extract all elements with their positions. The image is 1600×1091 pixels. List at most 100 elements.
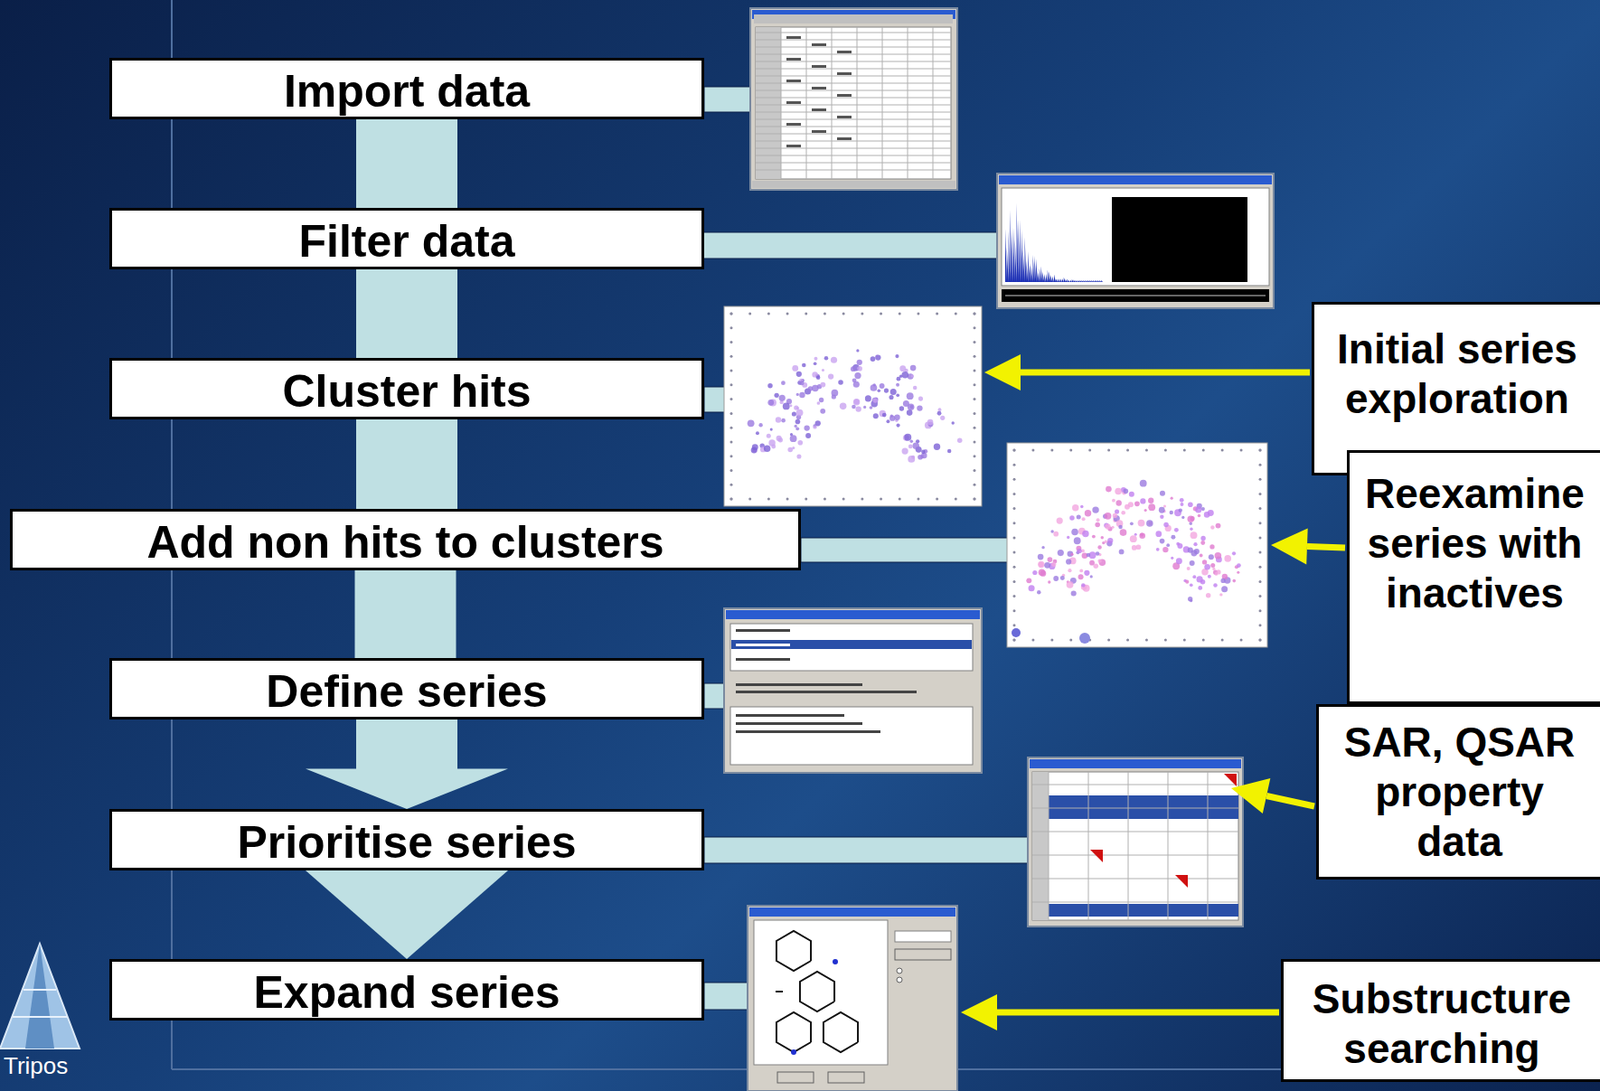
row-headers — [1032, 771, 1049, 921]
tick-mark — [973, 397, 977, 401]
grid-line — [755, 54, 951, 56]
data-point — [853, 381, 860, 388]
list-text — [735, 658, 791, 661]
tick-mark — [1013, 521, 1017, 525]
arrow-head — [960, 994, 998, 1031]
data-point — [1090, 574, 1093, 578]
cell-value — [786, 122, 801, 126]
tick-mark — [898, 498, 902, 501]
list-text — [735, 629, 791, 632]
tick-mark — [767, 498, 771, 501]
data-point — [912, 385, 918, 391]
data-point — [795, 419, 801, 425]
grid-line — [1088, 771, 1090, 921]
tick-mark — [1013, 639, 1017, 642]
cell-value — [837, 94, 852, 97]
tick-mark — [1088, 449, 1092, 452]
data-point — [819, 382, 826, 388]
series-dialog-screenshot — [724, 608, 982, 773]
tick-mark — [1013, 478, 1017, 481]
flow-arrow — [356, 119, 458, 208]
methyl-bond — [775, 990, 783, 993]
data-point — [894, 414, 900, 421]
tick-mark — [842, 498, 846, 501]
tick-mark — [1259, 639, 1262, 642]
data-point — [776, 435, 782, 442]
data-point — [1044, 562, 1051, 569]
selected-range — [1111, 197, 1248, 283]
tick-mark — [935, 312, 939, 316]
grid-line — [755, 47, 951, 48]
data-point — [1047, 556, 1054, 563]
tick-mark — [973, 383, 977, 386]
data-point — [1056, 517, 1064, 524]
data-point — [839, 403, 848, 411]
callout-text: SAR, QSAR property data — [1318, 717, 1600, 867]
data-point — [803, 424, 810, 431]
data-point — [886, 419, 891, 424]
data-point — [1212, 567, 1215, 571]
data-point — [882, 413, 887, 418]
logo-line — [23, 988, 57, 991]
data-point — [875, 354, 881, 360]
tick-mark — [973, 498, 977, 501]
data-point — [770, 428, 773, 432]
data-point — [1037, 554, 1045, 561]
tick-mark — [1126, 449, 1130, 452]
data-point — [851, 404, 857, 410]
data-point — [927, 419, 934, 426]
ring-bond — [776, 1012, 811, 1053]
tick-mark — [842, 312, 846, 316]
data-point — [1174, 527, 1179, 533]
tick-mark — [786, 498, 790, 501]
data-point — [1219, 592, 1223, 596]
flow-arrow — [356, 269, 458, 358]
data-point — [1118, 525, 1123, 530]
data-point — [797, 440, 803, 446]
data-point — [1076, 514, 1082, 519]
data-point — [1180, 502, 1185, 507]
tick-mark — [973, 454, 977, 458]
data-point — [907, 455, 915, 463]
tick-mark — [973, 355, 977, 358]
data-point — [1051, 562, 1056, 567]
data-point — [821, 368, 825, 372]
data-point — [869, 405, 874, 410]
data-point — [1069, 515, 1074, 520]
data-point — [1156, 547, 1160, 552]
process-label: Add non hits to clusters — [12, 511, 799, 566]
data-point — [873, 383, 876, 386]
flow-arrow — [356, 419, 458, 509]
connector-bar — [704, 837, 1030, 864]
data-point — [796, 371, 802, 377]
table-screenshot — [750, 8, 958, 190]
data-point — [1163, 504, 1167, 508]
data-point — [1025, 577, 1032, 584]
tick-mark — [973, 469, 977, 472]
data-point — [1159, 490, 1166, 497]
data-point — [856, 359, 863, 366]
data-point — [1186, 566, 1191, 571]
cell-value — [811, 43, 827, 47]
flow-arrow — [305, 719, 509, 810]
sketch-panel — [753, 920, 888, 1065]
data-point — [1196, 575, 1204, 583]
data-point — [1067, 550, 1074, 557]
data-point — [794, 424, 798, 428]
data-point — [1083, 570, 1090, 576]
data-point — [1079, 568, 1083, 573]
tick-mark — [730, 355, 734, 358]
cell-value — [837, 50, 852, 54]
data-point — [1139, 498, 1146, 504]
data-point — [1067, 568, 1072, 573]
grid-line — [755, 39, 951, 41]
data-point — [831, 394, 837, 399]
tick-mark — [1013, 623, 1017, 627]
tick-mark — [916, 312, 920, 316]
data-point — [865, 395, 872, 402]
logo-line — [12, 1016, 67, 1018]
data-point — [1036, 590, 1041, 594]
data-point — [879, 383, 885, 389]
data-point — [789, 404, 792, 407]
cell-value — [786, 36, 801, 39]
